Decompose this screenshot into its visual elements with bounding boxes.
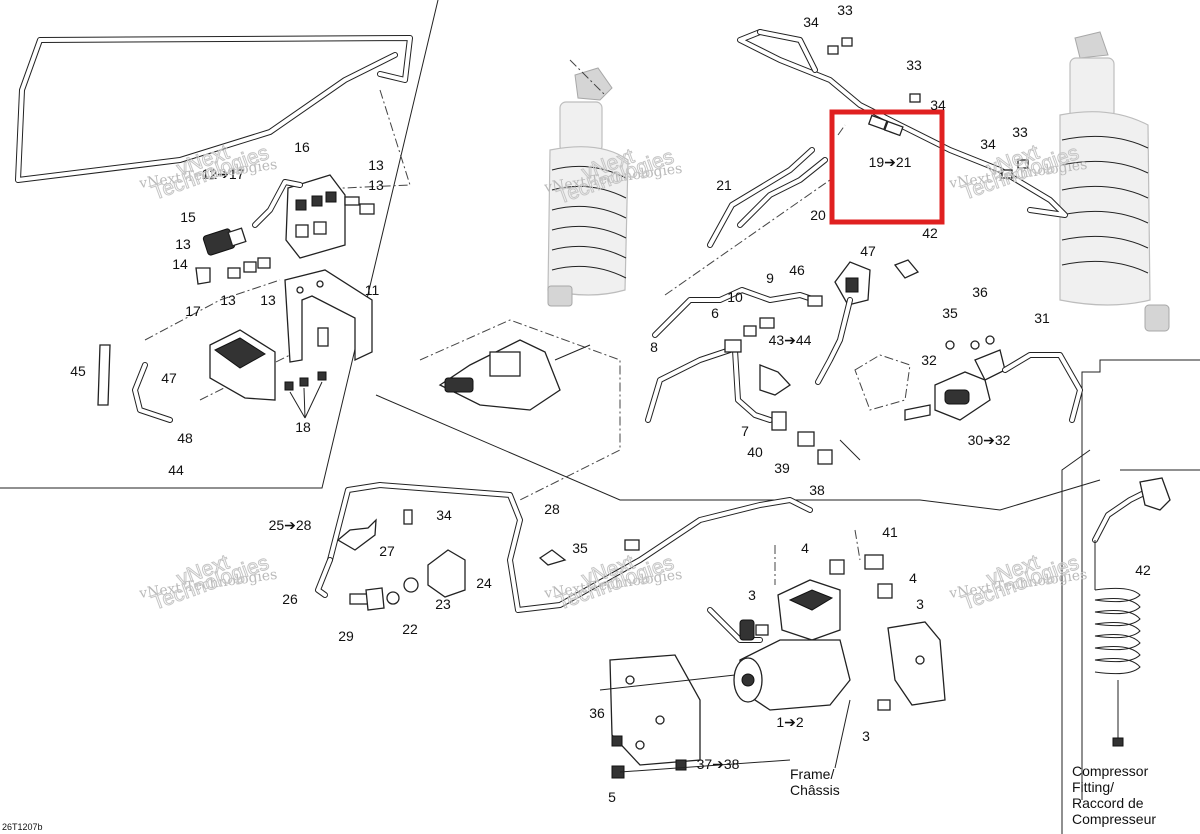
callout-42: 42 [1135,562,1151,578]
callout-23: 23 [435,596,451,612]
callout-45: 45 [70,363,86,379]
fittings-33-34 [827,37,1029,179]
screws-18 [284,371,327,391]
callout-12-to-17: 12➔17 [202,166,245,182]
callout-25-to-28: 25➔28 [269,517,312,533]
callout-13: 13 [368,157,384,173]
bracket-assembly-30 [854,335,1083,423]
compressor-note-line-3: Raccord de [1072,795,1144,811]
callout-3: 3 [748,587,756,603]
compressor-note-line-2: Fitting/ [1072,779,1114,795]
compressor-note-line-4: Compresseur [1072,811,1156,827]
lower-left-hoses [315,482,813,613]
valve-block [252,174,346,259]
callout-29: 29 [338,628,354,644]
left-shock-absorber [547,67,629,307]
compressor-assembly [599,529,946,779]
callout-34: 34 [436,507,452,523]
callout-26: 26 [282,591,298,607]
electronic-module [209,329,276,401]
callout-48: 48 [177,430,193,446]
callout-13: 13 [175,236,191,252]
callout-36: 36 [589,705,605,721]
callout-18: 18 [295,419,311,435]
callout-19-to-21: 19➔21 [869,154,912,170]
callout-31: 31 [1034,310,1050,326]
callout-13: 13 [368,177,384,193]
callout-7: 7 [741,423,749,439]
valve-module-assembly [15,35,413,423]
callout-3: 3 [916,596,924,612]
mid-right-fittings [645,259,920,465]
compressor-coil [1092,477,1171,747]
callout-9: 9 [766,270,774,286]
callout-6: 6 [711,305,719,321]
callout-46: 46 [789,262,805,278]
callout-33: 33 [837,2,853,18]
callout-11: 11 [365,282,380,298]
upper-hoses [569,29,1068,296]
callout-35: 35 [572,540,588,556]
callout-42: 42 [922,225,938,241]
callout-41: 41 [882,524,898,540]
callout-30-to-32: 30➔32 [968,432,1011,448]
callout-17: 17 [185,303,201,319]
notes: Frame/ Châssis Compressor Fitting/ Racco… [2,763,1156,832]
drawing-code: 26T1207b [2,822,43,832]
callout-32: 32 [921,352,937,368]
callout-22: 22 [402,621,418,637]
callout-15: 15 [180,209,196,225]
callout-4: 4 [801,540,809,556]
frame-note-line-2: Châssis [790,782,840,798]
callout-44: 44 [168,462,184,478]
callout-27: 27 [379,543,395,559]
callout-47: 47 [161,370,177,386]
callout-14: 14 [172,256,188,272]
callout-35: 35 [942,305,958,321]
callout-33: 33 [1012,124,1028,140]
callout-4: 4 [909,570,917,586]
callout-47: 47 [860,243,876,259]
callout-37-to-38: 37➔38 [697,756,740,772]
callout-8: 8 [650,339,658,355]
connector [202,227,247,256]
callout-39: 39 [774,460,790,476]
right-shock-absorber [1059,31,1170,332]
callout-34: 34 [803,14,819,30]
callout-13: 13 [260,292,276,308]
callout-3: 3 [862,728,870,744]
callout-21: 21 [716,177,732,193]
callout-13: 13 [220,292,236,308]
callout-33: 33 [906,57,922,73]
callout-34: 34 [930,97,946,113]
callout-38: 38 [809,482,825,498]
fittings-13 [227,196,375,279]
callout-1-to-2: 1➔2 [776,714,804,730]
callout-36: 36 [972,284,988,300]
callout-16: 16 [294,139,310,155]
callout-24: 24 [476,575,492,591]
callout-34: 34 [980,136,996,152]
callout-28: 28 [544,501,560,517]
callout-20: 20 [810,207,826,223]
callout-5: 5 [608,789,616,805]
callout-10: 10 [727,289,743,305]
highlight-box [829,109,945,225]
central-panel [375,319,1101,511]
callout-40: 40 [747,444,763,460]
frame-note-line-1: Frame/ [790,766,834,782]
bracket [284,269,373,363]
compressor-note-line-1: Compressor [1072,763,1149,779]
callout-43-to-44: 43➔44 [769,332,812,348]
